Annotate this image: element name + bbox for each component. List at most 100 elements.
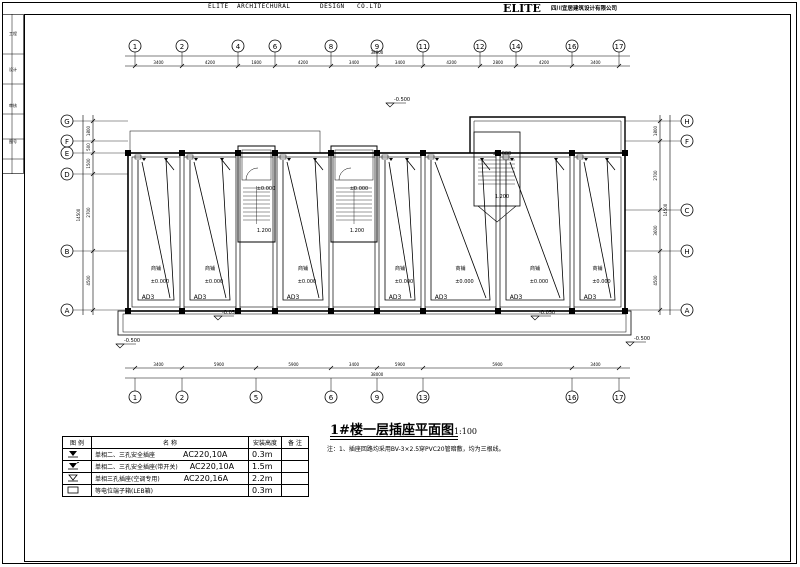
socket-circuit [189,158,231,301]
axis-label-top: 6 [273,43,278,51]
dimension-tick [90,171,96,177]
axis-label-bottom: 2 [180,394,184,402]
axis-label-left: G [64,118,69,126]
legend-height-cell: 0.3m [248,448,282,461]
dimension-tick [569,63,575,69]
axis-label-bottom: 13 [419,394,428,402]
dimension-tick [235,63,241,69]
dimension-text: 2700 [653,170,658,181]
plan-title-underline [330,436,458,440]
axis-bubble-right [680,114,694,128]
room-label: 商铺 [151,265,161,272]
plan-scale: 1:100 [453,427,478,436]
legend-height-cell: 2.2m [248,472,282,485]
axis-bubble-bottom [249,390,263,404]
axis-label-left: F [65,138,69,146]
axis-bubble-left [60,114,74,128]
legend-remark-cell [281,472,309,485]
socket-circuit [193,161,227,299]
axis-bubble-top [324,39,338,53]
dimension-tick [253,365,259,371]
socket-icon [389,158,393,161]
inner-frame [24,14,791,562]
dimension-text: 3400 [590,362,601,367]
dimension-tick [90,138,96,144]
stair-level-label: ±0.000 [493,151,512,157]
dimension-text: 3400 [349,60,360,65]
axis-label-right: H [684,248,689,256]
structural-column [125,150,131,156]
company-en-1: ELITE [208,3,229,10]
legend-name-cell: 单相二、三孔安全插座(带开关)AC220,10A [91,460,249,473]
stair-landing [334,149,374,181]
stair-enclosure [473,131,521,207]
ac-socket-icon [427,154,435,160]
socket-symbol-icon [62,448,92,461]
dimension-text: 1800 [86,125,91,136]
socket-circuit [137,158,175,301]
dimension-tick [132,63,138,69]
sidebar-label: 审核 [9,103,17,108]
sidebar-label: 图号 [9,139,17,144]
dimension-text: 5900 [492,362,503,367]
axis-bubble-top [612,39,626,53]
room-label: 商铺 [455,265,465,272]
socket-circuit [282,158,324,301]
legend-name-cell: 单相三孔插座(空调专用)AC220,16A [91,472,249,485]
panel-label: AD3 [142,294,155,301]
socket-circuit [579,158,616,301]
socket-icon [220,158,224,161]
title-strip: ELITE ARCHITECHURAL DESIGN CO.LTD ELITE … [24,2,791,15]
door-swing [245,167,259,181]
stair-enclosure [330,145,378,243]
axis-bubble-top [416,39,430,53]
dimension-text: 5900 [395,362,406,367]
dimension-tick [569,365,575,371]
axis-bubble-top [370,39,384,53]
stair-landing-label: 1.200 [350,228,364,234]
axis-label-right: H [684,118,689,126]
level-marker-icon [115,343,125,349]
axis-bubble-top [473,39,487,53]
room-level-label: ±0.000 [298,279,317,285]
dimension-tick [90,118,96,124]
sidebar-label: 工程 [9,31,17,36]
socket-icon [313,158,317,161]
dimension-text: 500 [86,143,91,151]
ac-socket-icon [134,154,142,160]
structural-column [420,308,426,314]
axis-bubble-bottom [612,390,626,404]
dimension-text: 1500 [86,158,91,169]
axis-bubble-right [680,134,694,148]
room-label: 商铺 [395,265,405,272]
axis-label-left: A [65,307,70,315]
axis-bubble-top [128,39,142,53]
structural-column [420,150,426,156]
dimension-text: 1800 [251,60,262,65]
dimension-tick [272,63,278,69]
axis-bubble-left [60,244,74,258]
axis-bubble-top [175,39,189,53]
dimension-text: 2700 [86,207,91,218]
sidebar-label: 设计 [9,67,17,72]
socket-circuit [509,161,561,299]
dimension-text: 3400 [153,362,164,367]
dimension-text: 5900 [288,362,299,367]
rear-strip [129,130,321,154]
dimension-tick [328,63,334,69]
plan-labels: ±0.0001.200±0.0001.200±0.0001.200商铺±0.00… [115,97,650,349]
company-en-3: DESIGN [320,3,345,10]
axis-label-top: 8 [329,43,333,51]
panel-label: AD3 [584,294,597,301]
axis-bubble-left [60,167,74,181]
dimension-text: 4200 [298,60,309,65]
dimension-text: 3400 [395,60,406,65]
ac-socket-icon [576,154,584,160]
company-logo: ELITE [503,2,541,15]
legend-row: 单相三孔插座(空调专用)AC220,16A 2.2m [62,472,309,485]
axis-label-top: 4 [236,43,241,51]
socket-icon [287,158,291,161]
axis-label-right: C [685,207,690,215]
dimension-total: 38000 [371,50,384,55]
